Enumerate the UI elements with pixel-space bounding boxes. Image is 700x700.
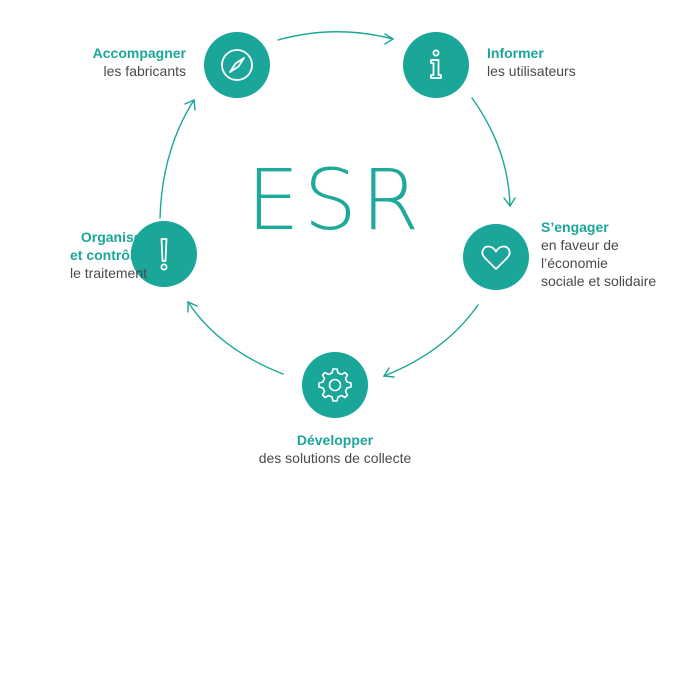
step-text: les utilisateurs <box>487 63 576 79</box>
step-text: en faveur de l’économie sociale et solid… <box>541 237 657 289</box>
step-text: les fabricants <box>103 63 186 79</box>
step-label-organiser: Organiser et contrôler le traitement <box>70 228 147 282</box>
gear-icon <box>302 352 368 418</box>
info-icon <box>403 32 469 98</box>
arrow-head <box>187 300 198 313</box>
arrow-head <box>384 33 395 45</box>
step-label-accompagner: Accompagner les fabricants <box>93 44 186 80</box>
arrow-organiser-to-accompagner <box>159 99 195 219</box>
step-label-informer: Informer les utilisateurs <box>487 44 576 80</box>
exclamation-icon <box>131 221 197 287</box>
arrow-accompagner-to-informer <box>277 31 394 41</box>
step-heading: S’engager <box>541 219 609 235</box>
arrow-head <box>184 98 196 111</box>
step-heading: Informer <box>487 45 544 61</box>
arrow-informer-to-sengager <box>471 97 511 206</box>
step-text: des solutions de collecte <box>258 450 412 466</box>
arrow-sengager-to-developper <box>383 304 479 377</box>
arrow-head <box>382 367 395 378</box>
arrow-head <box>503 197 516 208</box>
step-label-developper: Développer des solutions de collecte <box>210 431 460 467</box>
arrow-developper-to-organiser <box>187 301 284 375</box>
diagram-title: ESR <box>246 151 424 249</box>
step-heading: Développer <box>296 432 374 448</box>
heart-icon <box>463 224 529 290</box>
step-heading: Accompagner <box>92 45 186 61</box>
compass-icon <box>204 32 270 98</box>
step-heading: Organiser et contrôler <box>69 229 147 263</box>
step-label-sengager: S’engager en faveur de l’économie social… <box>541 218 656 290</box>
step-text: le traitement <box>69 265 147 281</box>
